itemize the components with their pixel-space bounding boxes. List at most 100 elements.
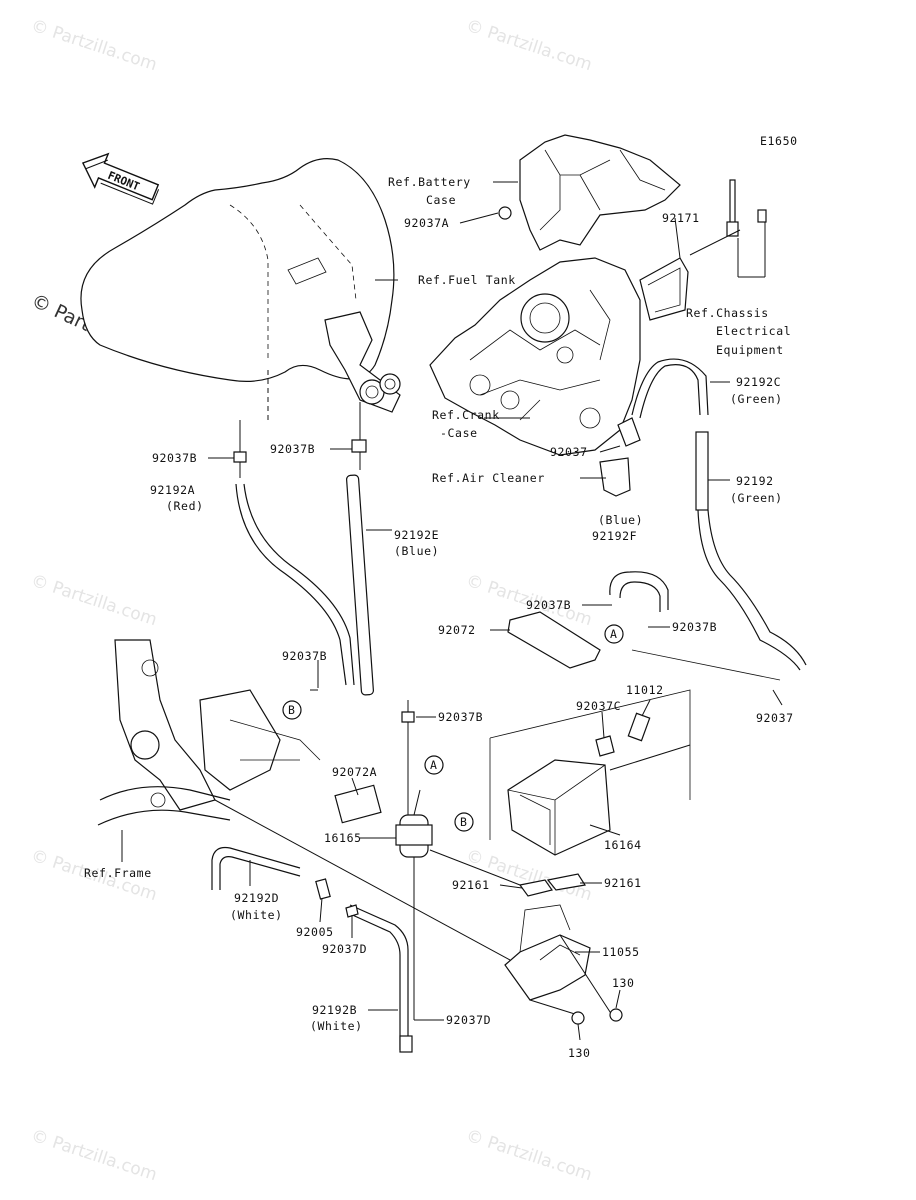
clamp-92037B (233, 451, 247, 463)
front-arrow-icon: FRONT (81, 152, 160, 205)
label-92192A-color: (Red) (166, 499, 204, 513)
hose-92192F (609, 571, 669, 612)
air-cleaner-clamp (617, 417, 641, 447)
pad-92161 (546, 873, 586, 891)
label-leaders (121, 181, 783, 1041)
strap-92072 (507, 611, 601, 669)
hose-92192D (211, 846, 301, 890)
label-92072A: 92072A (332, 765, 377, 779)
label-92192B: 92192B (312, 1003, 357, 1017)
label-92037B: 92037B (152, 451, 197, 465)
label-16165: 16165 (324, 831, 362, 845)
label-130: 130 (612, 976, 635, 990)
callout-A: A (604, 624, 624, 644)
label-ref-chassis: Ref.Chassis (686, 306, 769, 320)
label-92192E-color: (Blue) (394, 544, 439, 558)
label-ref-battery: Ref.Battery (388, 175, 471, 189)
watermark: © Partzilla.com (463, 16, 594, 76)
canister-16164 (507, 744, 691, 856)
hose-92192C (639, 364, 701, 419)
label-92161: 92161 (604, 876, 642, 890)
label-92037B: 92037B (270, 442, 315, 456)
hose-92192C-edge (631, 358, 709, 416)
label-92171: 92171 (662, 211, 700, 225)
air-cleaner-fitting (599, 457, 631, 497)
label-92037D: 92037D (322, 942, 367, 956)
bracket-11055 (504, 904, 613, 1016)
part-92171 (639, 257, 689, 321)
label-ref-chassis-electrical: Electrical (716, 324, 791, 338)
label-ref-crank: Ref.Crank (432, 408, 500, 422)
label-92192A: 92192A (150, 483, 195, 497)
hose-92192A (235, 483, 355, 686)
watermark: © Partzilla.com (28, 1126, 159, 1186)
battery-case (498, 134, 681, 251)
label-ref-crank-case: -Case (440, 426, 478, 440)
watermark: © Partzilla.com (463, 1126, 594, 1186)
label-92037B: 92037B (526, 598, 571, 612)
label-11055: 11055 (602, 945, 640, 959)
chassis-connector (689, 179, 767, 278)
callout-B: B (454, 812, 474, 832)
clamp-92037B (351, 439, 367, 453)
label-92192C-color: (Green) (730, 392, 783, 406)
label-92037D: 92037D (446, 1013, 491, 1027)
svg-text:A: A (430, 758, 438, 772)
svg-text:B: B (460, 815, 468, 829)
label-92005: 92005 (296, 925, 334, 939)
bolt-130 (571, 1011, 585, 1025)
strap-92072A (334, 784, 382, 824)
cap-11012 (627, 712, 651, 742)
part-labels: Ref.Battery Case 92037A 92171 Ref.Fuel T… (84, 175, 794, 1060)
label-92161: 92161 (452, 878, 490, 892)
label-92192E: 92192E (394, 528, 439, 542)
clamp-92037D (345, 904, 359, 918)
svg-text:A: A (610, 627, 618, 641)
label-92192D: 92192D (234, 891, 279, 905)
leader (429, 849, 521, 886)
clamp-92037B (401, 711, 415, 723)
fuel-filter-16165 (395, 789, 433, 875)
label-92037B: 92037B (282, 649, 327, 663)
label-92037B: 92037B (438, 710, 483, 724)
label-92037A: 92037A (404, 216, 449, 230)
fitting-92005 (315, 878, 331, 900)
watermark: © Partzilla.com (28, 571, 159, 631)
label-ref-chassis-equipment: Equipment (716, 343, 784, 357)
leader (214, 799, 511, 961)
label-92192F-color: (Blue) (598, 513, 643, 527)
label-92192D-color: (White) (230, 908, 283, 922)
callout-B: B (282, 700, 302, 720)
label-ref-frame: Ref.Frame (84, 866, 152, 880)
label-92037: 92037 (550, 445, 588, 459)
label-92037: 92037 (756, 711, 794, 725)
bolt-130 (609, 1008, 623, 1022)
watermark: © Partzilla.com (28, 16, 159, 76)
label-92192F: 92192F (592, 529, 637, 543)
label-92192: 92192 (736, 474, 774, 488)
label-ref-air-cleaner: Ref.Air Cleaner (432, 471, 545, 485)
crank-case (429, 257, 641, 456)
fuel-tank (80, 158, 401, 413)
hose-92192 (695, 431, 807, 671)
diagram-id: E1650 (760, 134, 798, 148)
leader (631, 649, 781, 681)
hose-92192E (346, 474, 374, 696)
label-16164: 16164 (604, 838, 642, 852)
label-ref-battery-case: Case (426, 193, 456, 207)
pad-92161 (518, 879, 553, 897)
label-92192B-color: (White) (310, 1019, 363, 1033)
reference-box (489, 689, 691, 800)
label-130: 130 (568, 1046, 591, 1060)
svg-text:B: B (288, 703, 296, 717)
label-92192C: 92192C (736, 375, 781, 389)
label-92037B: 92037B (672, 620, 717, 634)
label-92072: 92072 (438, 623, 476, 637)
callout-A: A (424, 755, 444, 775)
label-92037C: 92037C (576, 699, 621, 713)
label-ref-fuel-tank: Ref.Fuel Tank (418, 273, 516, 287)
label-11012: 11012 (626, 683, 664, 697)
frame (97, 639, 321, 826)
